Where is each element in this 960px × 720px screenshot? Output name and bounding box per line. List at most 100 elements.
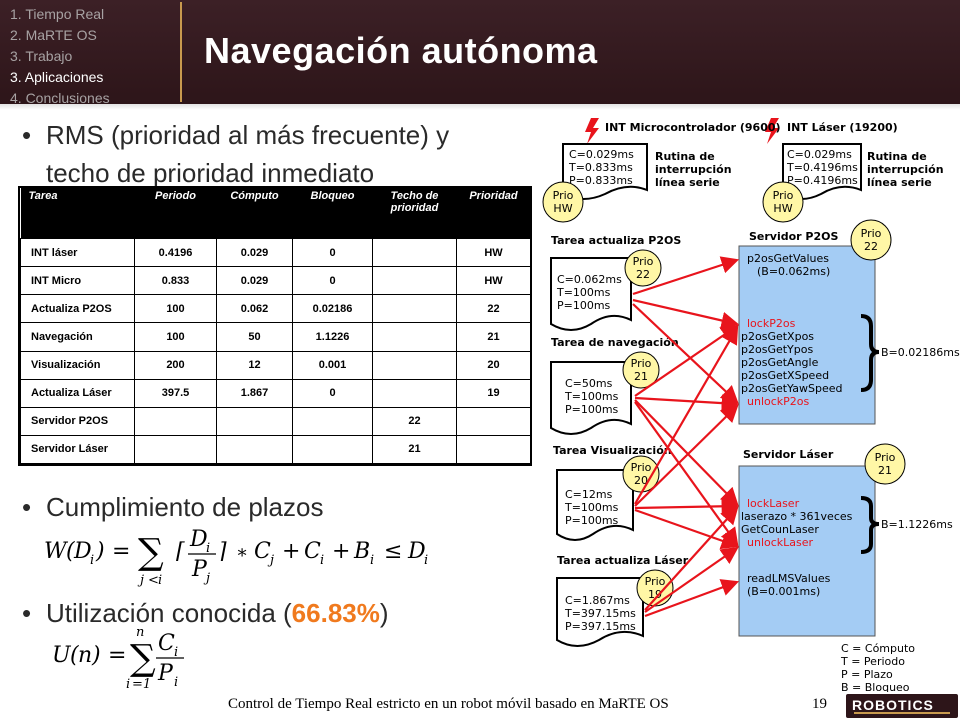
svg-text:n: n: [78, 643, 92, 668]
col-header-bloqueo: Bloqueo: [292, 188, 373, 239]
scheduling-diagram: INT Microcontrolador (9600) INT Láser (1…: [542, 118, 960, 694]
svg-text:∑: ∑: [130, 638, 156, 679]
priority-table: Tarea Periodo Cómputo Bloqueo Techo de p…: [18, 186, 532, 466]
table-row: Servidor Láser 21: [20, 434, 531, 465]
prio-task-vis-value: 20: [634, 474, 648, 487]
task-laser-title: Tarea actualiza Láser: [557, 554, 689, 567]
table-cell: Visualización: [20, 350, 135, 380]
server-laser-read-b: (B=0.001ms): [747, 585, 820, 598]
int-micro-p: P=0.833ms: [569, 174, 633, 187]
table-cell: 200: [134, 350, 217, 380]
server-p2os-line: p2osGetAngle: [741, 356, 819, 369]
table-cell: 0: [292, 237, 373, 268]
prio-laser-label: Prio: [875, 451, 896, 464]
server-p2os-line: p2osGetXpos: [741, 330, 814, 343]
server-p2os-get-b: (B=0.062ms): [757, 265, 830, 278]
outline-item-trabajo[interactable]: 3. Trabajo: [10, 48, 73, 64]
table-row: Actualiza P2OS 100 0.062 0.02186 22: [20, 294, 531, 324]
table-cell: [456, 434, 531, 465]
server-p2os-line: lockP2os: [747, 317, 796, 330]
task-vis-c: C=12ms: [565, 488, 613, 501]
prio-task-p2os-value: 22: [636, 268, 650, 281]
table-cell: 21: [372, 434, 457, 465]
table-cell: 0.833: [134, 266, 217, 296]
lightning-icon: [765, 118, 779, 144]
col-header-periodo: Periodo: [134, 188, 217, 239]
task-vis-t: T=100ms: [564, 501, 619, 514]
svg-text:∑: ∑: [138, 532, 164, 573]
table-cell: 0.4196: [134, 237, 217, 268]
table-row: Navegación 100 50 1.1226 21: [20, 322, 531, 352]
svg-text:≤: ≤: [384, 539, 402, 564]
header-divider: [0, 104, 960, 110]
arrow-laser-lock: [644, 506, 739, 611]
server-p2os-line: p2osGetYpos: [741, 343, 813, 356]
outline-item-aplicaciones[interactable]: 3. Aplicaciones: [10, 69, 104, 85]
table-cell: 0.02186: [292, 294, 373, 324]
table-cell: [292, 406, 373, 436]
prio-task-laser-label: Prio: [645, 575, 666, 588]
server-p2os-block: B=0.02186ms: [881, 346, 960, 359]
svg-text:D: D: [73, 539, 92, 564]
table-cell: 0.029: [216, 237, 293, 268]
table-cell: 1.867: [216, 378, 293, 408]
prio-task-nav-value: 21: [634, 370, 648, 383]
server-p2os-get: p2osGetValues: [747, 252, 829, 265]
server-laser-line: unlockLaser: [747, 536, 814, 549]
table-cell: HW: [456, 237, 531, 268]
svg-text:i: i: [158, 573, 162, 588]
rutina-label-3: línea serie: [655, 176, 720, 189]
int-micro-c: C=0.029ms: [569, 148, 634, 161]
svg-text:C: C: [254, 539, 271, 564]
legend-t: T = Periodo: [840, 655, 905, 668]
svg-text:=: =: [112, 539, 130, 564]
table-cell: INT láser: [20, 237, 135, 268]
svg-text:+: +: [332, 539, 350, 564]
legend-b: B = Bloqueo: [841, 681, 910, 694]
int-laser-p: P=0.4196ms: [787, 174, 858, 187]
task-nav-t: T=100ms: [564, 390, 619, 403]
table-cell: [372, 378, 457, 408]
table-cell: 12: [216, 350, 293, 380]
task-p2os-title: Tarea actualiza P2OS: [551, 234, 681, 247]
svg-text:i: i: [370, 553, 374, 568]
svg-text:P: P: [191, 557, 208, 582]
table-cell: 0.001: [292, 350, 373, 380]
table-cell: [456, 406, 531, 436]
svg-text:C: C: [158, 631, 175, 656]
arrow-vis-unlock-p2os: [634, 404, 739, 507]
lightning-icon: [585, 118, 599, 144]
arrow-nav-lock-laser: [634, 399, 739, 506]
table-cell: 0.029: [216, 266, 293, 296]
table-cell: [134, 406, 217, 436]
server-laser-title: Servidor Láser: [743, 448, 834, 461]
svg-text:): ): [91, 643, 101, 668]
prio-hw-2-value: HW: [773, 202, 792, 215]
server-p2os-title: Servidor P2OS: [749, 230, 839, 243]
outline-item-tiempo-real[interactable]: 1. Tiempo Real: [10, 6, 105, 22]
outline-item-marte-os[interactable]: 2. MaRTE OS: [10, 27, 97, 43]
svg-text:i: i: [126, 677, 130, 692]
svg-text:D: D: [407, 539, 426, 564]
task-laser-c: C=1.867ms: [565, 594, 630, 607]
col-header-tarea: Tarea: [20, 188, 135, 239]
arrow-p2os-lock: [632, 298, 740, 330]
prio-task-nav-label: Prio: [631, 357, 652, 370]
server-laser-line: GetCounLaser: [741, 523, 819, 536]
legend-p: P = Plazo: [841, 668, 893, 681]
util-value: 66.83%: [291, 598, 380, 628]
svg-text:P: P: [157, 661, 174, 686]
rutina-label-1: Rutina de: [655, 150, 715, 163]
arrow-vis-lock-laser: [634, 497, 740, 516]
robotics-logo: ROBOTICS: [846, 694, 958, 718]
table-row: INT láser 0.4196 0.029 0 HW: [20, 237, 531, 268]
svg-text:C: C: [304, 539, 321, 564]
svg-text:D: D: [189, 527, 208, 552]
util-prefix: Utilización conocida (: [46, 598, 292, 628]
bullet-utilizacion-text: Utilización conocida (66.83%): [46, 596, 389, 630]
outline-item-conclusiones[interactable]: 4. Conclusiones: [10, 90, 110, 106]
table-cell: [372, 294, 457, 324]
table-cell: [216, 406, 293, 436]
svg-text:i: i: [174, 645, 178, 660]
table-cell: 20: [456, 350, 531, 380]
